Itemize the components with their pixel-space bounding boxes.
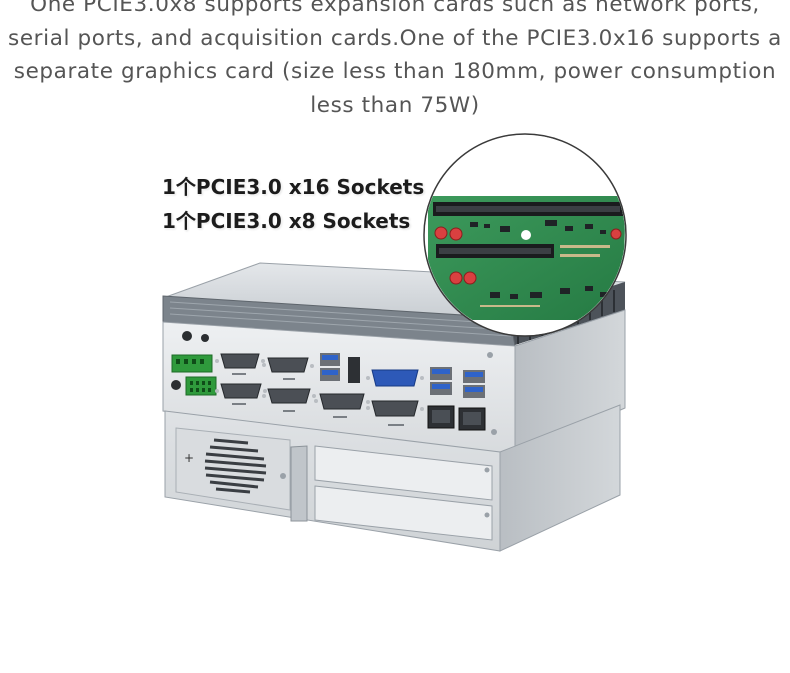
description-line: separate graphics card (size less than 1… bbox=[13, 59, 777, 84]
svg-text:+: + bbox=[184, 451, 194, 465]
description-text: One PCIE3.0x8 supports expansion cards s… bbox=[0, 0, 790, 122]
phoenix-connector-icon bbox=[171, 354, 217, 396]
description-line: One PCIE3.0x8 supports expansion cards s… bbox=[30, 0, 760, 17]
callout-x16-label: 1个PCIE3.0 x16 Sockets bbox=[162, 175, 425, 199]
serial-port-icon bbox=[220, 353, 419, 417]
callout-x8-label: 1个PCIE3.0 x8 Sockets bbox=[162, 209, 411, 233]
lan-port-icon bbox=[427, 405, 486, 431]
hdmi-port-icon bbox=[348, 357, 360, 383]
description-line: less than 75W) bbox=[310, 92, 480, 118]
io-panel-front bbox=[162, 309, 626, 457]
usb-port-icon bbox=[320, 353, 485, 398]
pcie-x8-slot-icon bbox=[436, 244, 554, 258]
vent-grille-icon bbox=[204, 438, 267, 494]
pcie-slot-icon bbox=[314, 445, 493, 541]
expansion-box: + bbox=[164, 404, 621, 552]
description-line: serial ports, and acquisition cards.One … bbox=[8, 25, 782, 51]
pcie-closeup bbox=[423, 133, 627, 337]
pcie-callout: 1个PCIE3.0 x16 Sockets 1个PCIE3.0 x8 Socke… bbox=[162, 170, 424, 238]
vga-port-icon bbox=[366, 369, 424, 387]
power-button-icon bbox=[182, 331, 192, 341]
pcie-x16-slot-icon bbox=[433, 202, 623, 216]
